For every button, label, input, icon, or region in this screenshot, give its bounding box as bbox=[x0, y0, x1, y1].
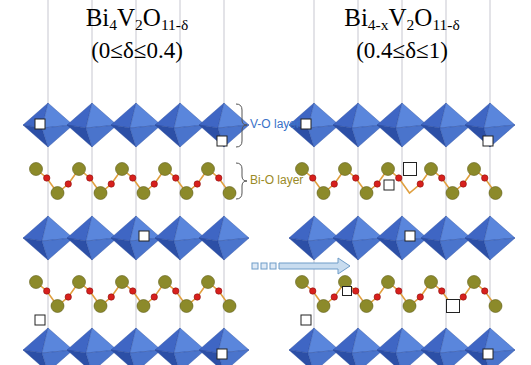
layer-label: V-O layer bbox=[250, 117, 300, 131]
layer-label: Bi-O layer bbox=[250, 173, 303, 187]
layer-bracket bbox=[236, 104, 247, 147]
range: (0.4≤δ≤1) bbox=[356, 38, 448, 64]
range: (0≤δ≤0.4) bbox=[91, 38, 183, 64]
structure-panel bbox=[289, 0, 515, 365]
formula: Bi4V2O11-δ bbox=[86, 4, 189, 32]
structure-panel bbox=[23, 0, 249, 365]
transition-arrow bbox=[252, 258, 350, 274]
layer-bracket bbox=[236, 163, 247, 199]
formula: Bi4-xV2O11-δ bbox=[344, 4, 460, 32]
